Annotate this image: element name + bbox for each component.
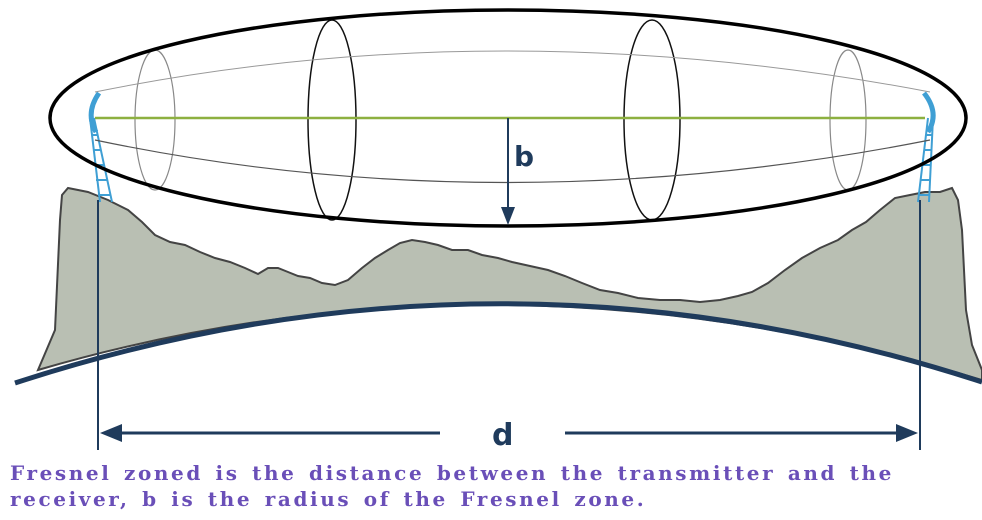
radius-label: b (514, 140, 534, 173)
left-dish-icon (88, 91, 102, 134)
cross-section-1 (134, 49, 176, 191)
distance-arrowhead-left (100, 424, 122, 442)
right-dish-icon (921, 91, 936, 134)
cross-section-3 (623, 19, 681, 221)
fresnel-ellipsoid (48, 8, 968, 228)
upper-contour (94, 50, 931, 93)
radius-arrowhead (501, 207, 515, 225)
caption: Fresnel zoned is the distance between th… (10, 460, 980, 512)
earth-curvature (14, 301, 982, 386)
cross-section-4 (829, 49, 867, 191)
lower-contour (94, 139, 931, 184)
caption-line-1: Fresnel zoned is the distance between th… (10, 461, 894, 485)
left-antenna-tower (89, 117, 113, 203)
cross-section-2 (307, 19, 357, 221)
distance-arrowhead-right (896, 424, 918, 442)
distance-label: d (492, 418, 513, 453)
caption-line-2: receiver, b is the radius of the Fresnel… (10, 487, 647, 511)
